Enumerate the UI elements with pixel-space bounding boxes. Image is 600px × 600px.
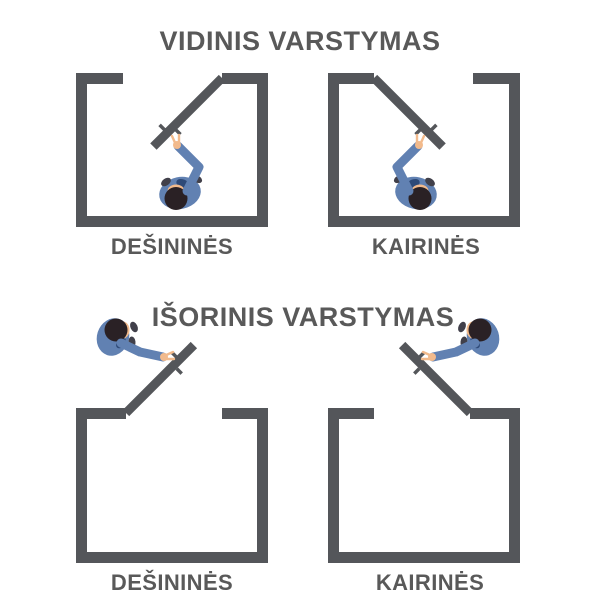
person-fingers	[170, 133, 181, 147]
door-handle-icon	[174, 128, 182, 136]
wall-segment	[76, 408, 87, 563]
wall-segment	[222, 408, 268, 419]
person-head	[104, 318, 128, 342]
door-handle-icon	[175, 367, 183, 375]
wall-segment	[76, 73, 123, 84]
open-door-leaf-icon	[150, 74, 226, 150]
person-head	[164, 187, 188, 210]
wall-segment	[257, 408, 268, 563]
diagram-outward-right-hand	[76, 318, 268, 563]
person-shoe	[161, 177, 171, 187]
person-arm	[173, 141, 204, 196]
section-title-vidinis: VIDINIS VARSTYMAS	[159, 26, 441, 56]
section-title-isorinis: IŠORINIS VARSTYMAS	[151, 302, 455, 332]
person-fingers	[162, 350, 176, 361]
diagram-inward-left-hand	[328, 70, 520, 227]
person-top-view-icon	[96, 318, 176, 362]
person-top-view-icon	[159, 133, 204, 210]
diagram-inward-right-hand	[76, 73, 268, 227]
room-outline-icon	[76, 408, 268, 563]
label-isorinis-kairines: KAIRINĖS	[375, 570, 485, 595]
wall-segment	[257, 73, 268, 227]
label-vidinis-kairines: KAIRINĖS	[371, 234, 481, 259]
person-arm	[116, 338, 168, 362]
room-outline-icon	[76, 73, 268, 227]
diagram-outward-left-hand	[328, 314, 520, 563]
wall-segment	[76, 552, 268, 563]
label-vidinis-desinines: DEŠININĖS	[110, 234, 234, 259]
person-shoe	[130, 321, 138, 333]
wall-segment	[76, 73, 87, 227]
wall-segment	[76, 408, 126, 419]
door-leaf	[122, 341, 198, 417]
door-leaf	[150, 74, 226, 150]
label-isorinis-desinines: DEŠININĖS	[110, 570, 234, 595]
wall-segment	[76, 216, 268, 227]
wall-segment	[222, 73, 268, 84]
door-handle-icon	[158, 123, 166, 132]
